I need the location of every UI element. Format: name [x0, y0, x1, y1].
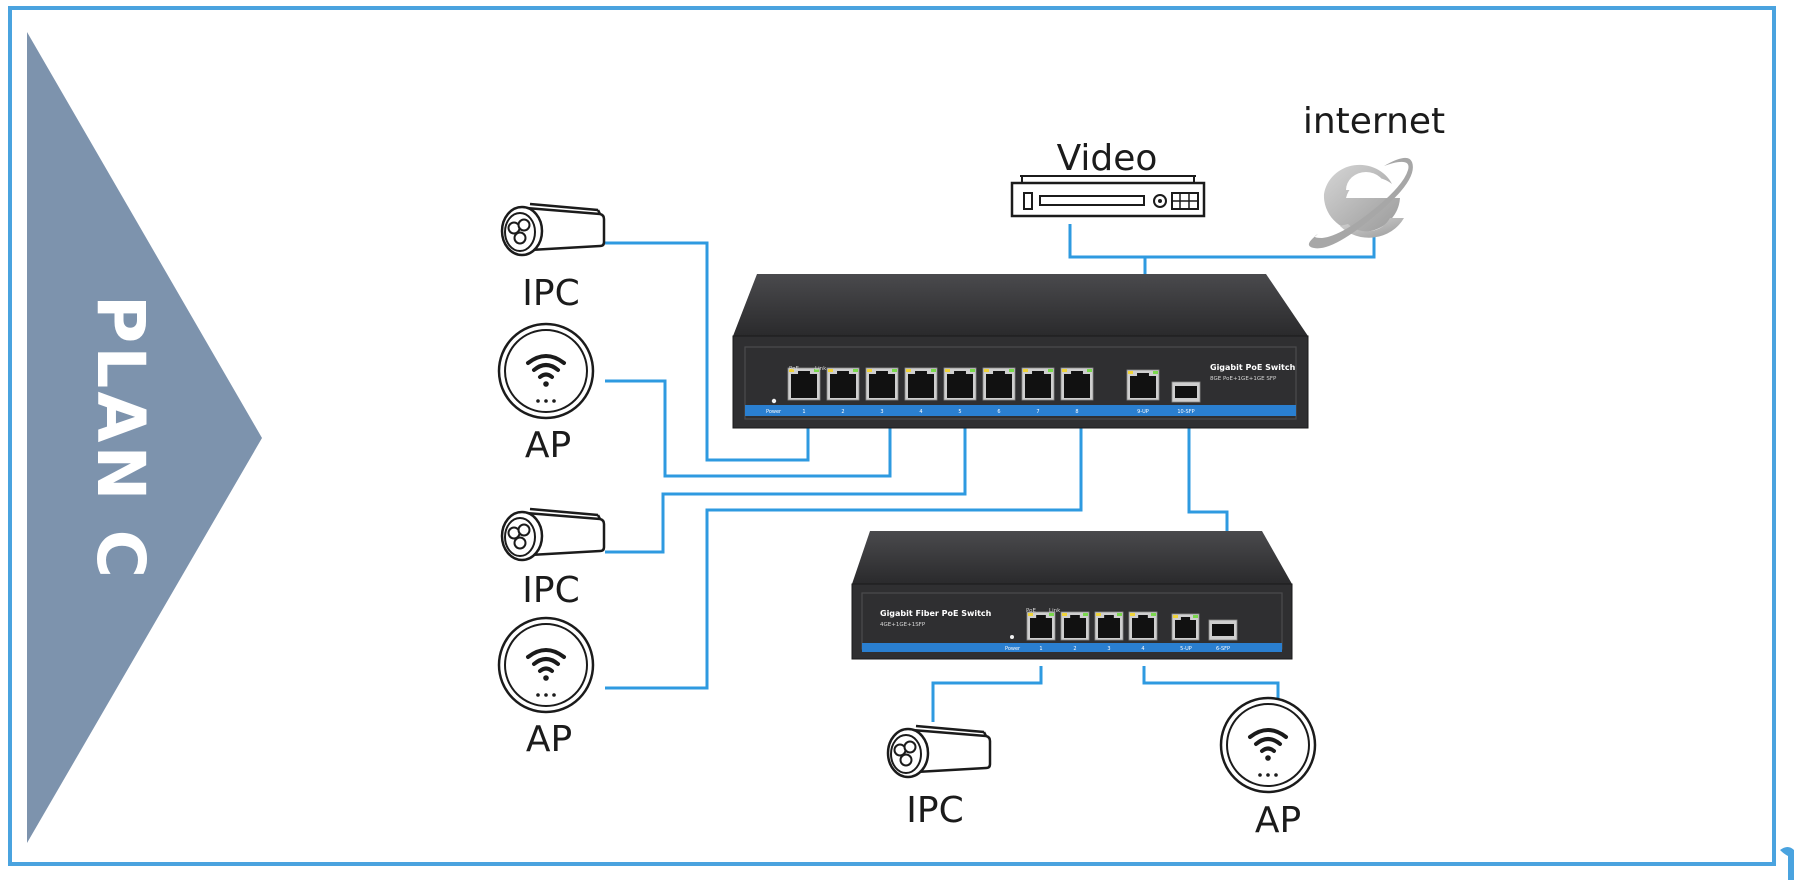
wireless-access-point-icon: [497, 616, 595, 714]
second-port-3: [1094, 611, 1124, 641]
ip-camera-icon: [886, 724, 992, 779]
second-switch-power-label: Power: [1005, 646, 1021, 652]
outer-frame: [8, 6, 1776, 866]
second-switch-ports: 1 2 3 4 5-UP 6-SFP: [1026, 611, 1238, 652]
second-port-number: 2: [1073, 646, 1076, 652]
link-ipc2-port5: [605, 418, 967, 554]
ap-1-label: AP: [525, 425, 571, 466]
ipc-1-label: IPC: [522, 273, 579, 314]
main-port-5: [943, 367, 977, 401]
second-switch-title: Gigabit Fiber PoE Switch: [880, 609, 992, 618]
ipc-camera-2: [500, 507, 606, 562]
video-label: Video: [1057, 138, 1158, 179]
second-port-number: 3: [1107, 646, 1110, 652]
link-ipc1-port1: [605, 241, 810, 462]
main-switch-ports: 1 2 3 4 5 6 7 8 9-UP 10-SFP: [787, 367, 1201, 415]
main-uplink-label: 9-UP: [1137, 409, 1149, 415]
main-port-number: 2: [841, 409, 844, 415]
link-ap2-port8: [605, 418, 1083, 690]
main-port-number: 4: [919, 409, 922, 415]
second-switch-top: [852, 531, 1292, 584]
main-poe-switch: 1 2 3 4 5 6 7 8 9-UP 10-SFP Power PoE Link Gigabi…: [732, 274, 1309, 429]
main-port-3: [865, 367, 899, 401]
wireless-access-point-icon: [1219, 696, 1317, 794]
ipc-camera-1: [500, 202, 606, 257]
ipc-3-label: IPC: [906, 790, 963, 831]
ap-3-label: AP: [1255, 800, 1301, 841]
second-switch-poe-label: PoE: [1026, 608, 1036, 614]
second-port-number: 4: [1141, 646, 1144, 652]
main-switch-power-label: Power: [766, 409, 782, 415]
main-switch-link-label: Link: [815, 366, 827, 372]
internet-explorer-icon: [1308, 157, 1413, 249]
main-switch-subtitle: 8GE PoE+1GE+1GE SFP: [1210, 376, 1277, 382]
main-port-number: 1: [802, 409, 805, 415]
ip-camera-icon: [500, 202, 606, 257]
second-switch-led-strip: [862, 643, 1282, 652]
second-switch-subtitle: 4GE+1GE+1SFP: [880, 622, 926, 628]
link-sw2-port4-ap3: [1142, 666, 1280, 700]
main-port-6: [982, 367, 1016, 401]
plan-banner: PLAN C: [27, 32, 262, 843]
main-switch-bezel: [744, 346, 1297, 420]
internet-label: internet: [1303, 101, 1445, 142]
video-recorder: [1010, 175, 1206, 218]
main-switch-power-led: [771, 398, 777, 404]
plan-label: PLAN C: [82, 295, 159, 581]
connection-lines: [605, 224, 1376, 722]
video-recorder-icon: [1010, 175, 1206, 218]
main-switch-title: Gigabit PoE Switch: [1210, 363, 1296, 372]
second-port-4: [1128, 611, 1158, 641]
main-port-number: 5: [958, 409, 961, 415]
second-port-number: 1: [1039, 646, 1042, 652]
main-port-1: [787, 367, 821, 401]
second-uplink-port: [1171, 613, 1200, 641]
main-port-2: [826, 367, 860, 401]
wireless-access-point-icon: [497, 322, 595, 420]
main-port-7: [1021, 367, 1055, 401]
main-port-4: [904, 367, 938, 401]
main-sfp-label: 10-SFP: [1177, 409, 1194, 415]
second-port-1: [1026, 611, 1056, 641]
ipc-camera-3: [886, 724, 992, 779]
link-internet-uplink: [1145, 236, 1376, 259]
second-sfp-label: 6-SFP: [1216, 646, 1230, 652]
main-port-number: 6: [997, 409, 1000, 415]
link-sw2-port1-ipc3: [931, 666, 1043, 722]
second-port-2: [1060, 611, 1090, 641]
main-switch-top: [733, 274, 1308, 336]
second-switch-link-label: Link: [1049, 608, 1061, 614]
main-port-number: 8: [1075, 409, 1078, 415]
main-switch-poe-label: PoE: [789, 366, 799, 372]
access-point-3: [1219, 696, 1317, 794]
second-uplink-label: 5-UP: [1180, 646, 1192, 652]
ipc-2-label: IPC: [522, 570, 579, 611]
access-point-1: [497, 322, 595, 420]
second-switch-power-led: [1010, 635, 1014, 639]
main-port-8: [1060, 367, 1094, 401]
access-point-2: [497, 616, 595, 714]
main-switch-led-strip: [745, 405, 1296, 416]
main-port-number: 3: [880, 409, 883, 415]
main-port-number: 7: [1036, 409, 1039, 415]
page-corner-mark: [1780, 847, 1794, 880]
main-uplink-port: [1126, 369, 1160, 401]
fiber-poe-switch: 1 2 3 4 5-UP 6-SFP Power PoE Link Gigabit Fib…: [851, 531, 1293, 660]
link-ap1-port3: [605, 379, 892, 478]
ip-camera-icon: [500, 507, 606, 562]
second-sfp-port: [1208, 619, 1238, 641]
ap-2-label: AP: [526, 719, 572, 760]
main-sfp-port: [1171, 381, 1201, 403]
